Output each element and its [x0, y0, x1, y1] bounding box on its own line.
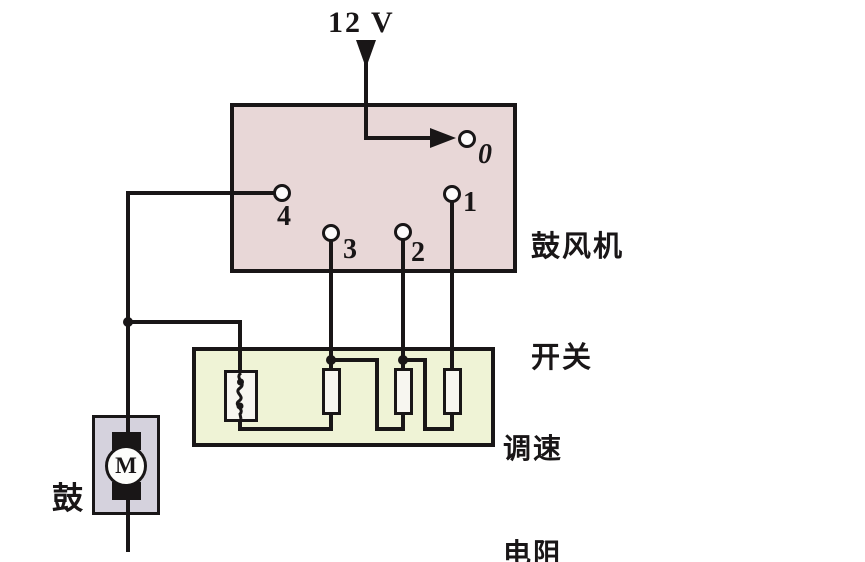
terminal4-wire-horizontal [128, 191, 274, 195]
terminal-4 [273, 184, 291, 202]
terminal3-wire-vertical [329, 240, 333, 370]
junction-dot-main [123, 317, 133, 327]
resistor-2-icon [394, 368, 413, 415]
terminal-0-label: 0 [478, 139, 492, 170]
power-feed-wire-vertical [364, 54, 368, 140]
terminal-1-label: 1 [463, 187, 477, 218]
blower-motor-label: 鼓 风 机 [52, 411, 83, 562]
terminal-2 [394, 223, 412, 241]
thermal-fuse-squiggle [235, 373, 244, 419]
terminal2-wire-vertical [401, 239, 405, 370]
blower-switch-label-line1: 鼓风机 [531, 231, 625, 263]
terminal-3 [322, 224, 340, 242]
thermal-fuse-icon [224, 370, 258, 422]
fuse-branch-wire-vertical [238, 320, 242, 372]
terminal-4-label: 4 [277, 201, 291, 232]
r1-bottom-stub [329, 414, 333, 431]
chain-wire-to-r3bottom [423, 427, 454, 431]
resistor-3-icon [443, 368, 462, 415]
r2-bottom-stub [401, 414, 405, 431]
blower-motor-label-char1: 鼓 [52, 481, 83, 516]
speed-resistor-label-line2: 电阻 [503, 539, 564, 562]
power-feed-wire-horizontal [364, 136, 432, 140]
chain-wire-r1top-v [375, 358, 379, 431]
power-voltage-label: 12 V [328, 6, 395, 39]
speed-resistor-label-line1: 调速 [503, 434, 564, 465]
motor-brush-bottom-icon [112, 482, 141, 500]
switch-wiper-arrow-icon [430, 128, 456, 148]
chain-wire-r2top-h [403, 358, 427, 362]
resistor-1-icon [322, 368, 341, 415]
terminal-0 [458, 130, 476, 148]
motor-main-wire-vertical [126, 191, 130, 552]
terminal-3-label: 3 [343, 234, 357, 265]
speed-resistor-label: 调速 电阻 [503, 362, 563, 562]
chain-wire-r2top-v [423, 358, 427, 431]
chain-wire-fuse-to-r1 [238, 427, 333, 431]
r3-bottom-stub [450, 414, 454, 431]
terminal-1 [443, 185, 461, 203]
blower-switch-label-line2: 开关 [531, 342, 594, 374]
motor-symbol-icon: M [105, 445, 147, 487]
terminal1-wire-vertical [450, 202, 454, 370]
junction-dot-r1 [326, 355, 336, 365]
fuse-bottom-stub [238, 420, 242, 431]
terminal-2-label: 2 [411, 237, 425, 268]
chain-wire-to-r2bottom [375, 427, 405, 431]
blower-switch-label: 鼓风机 开关 [531, 155, 624, 451]
motor-symbol-letter: M [115, 453, 137, 478]
junction-dot-r2 [398, 355, 408, 365]
chain-wire-r1top-h [331, 358, 379, 362]
fuse-branch-wire-horizontal [126, 320, 242, 324]
